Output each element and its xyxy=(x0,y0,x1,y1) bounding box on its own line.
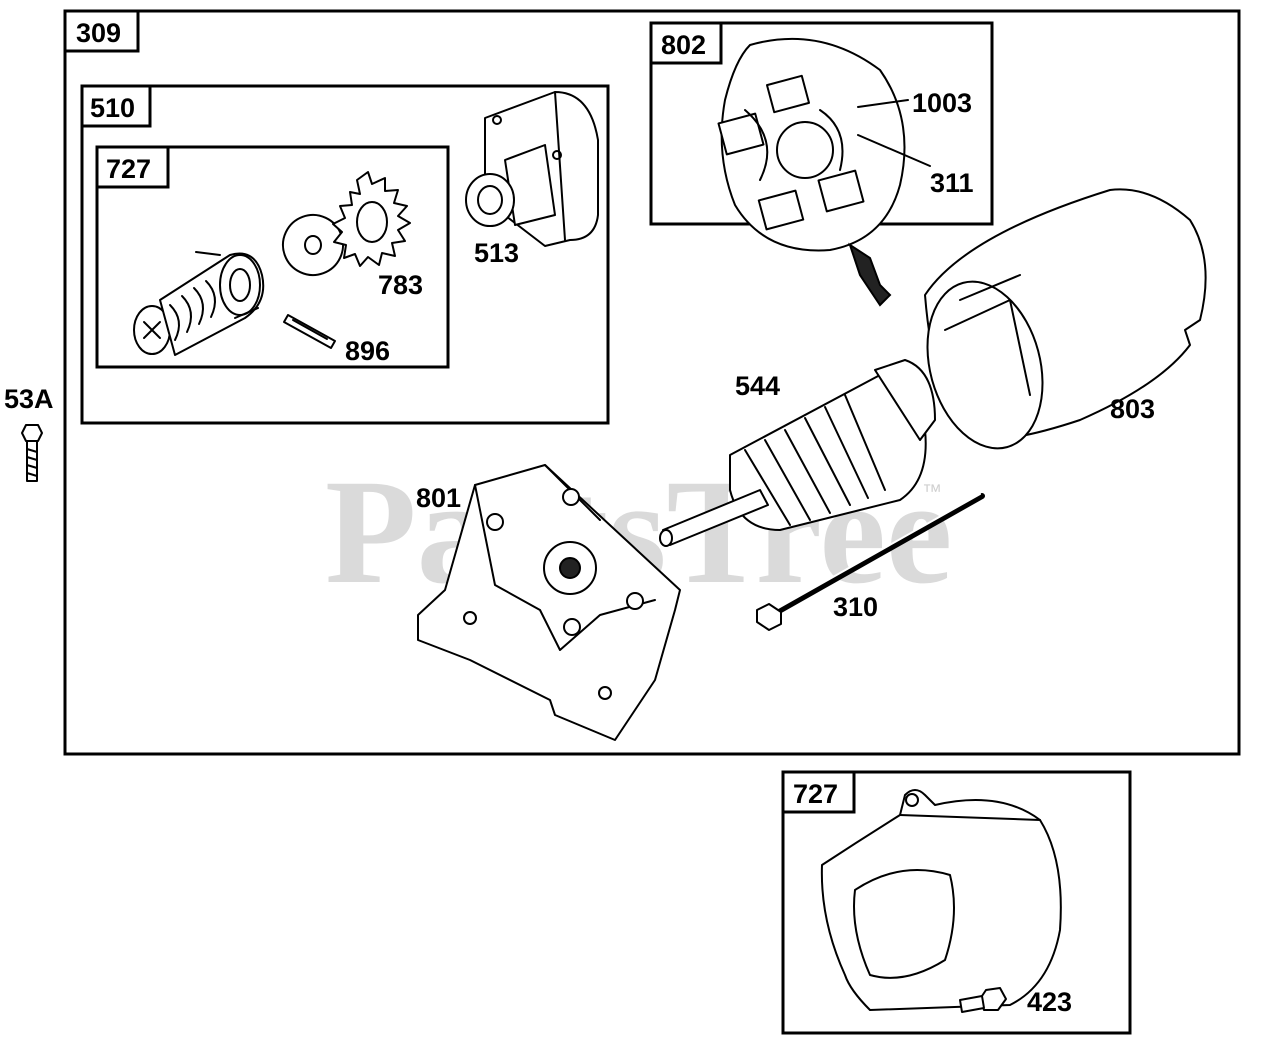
part-544-label[interactable]: 544 xyxy=(735,371,780,401)
group-727-inner-box xyxy=(95,145,450,369)
drive-assembly-drawing[interactable] xyxy=(133,251,265,356)
part-896-label[interactable]: 896 xyxy=(345,336,390,366)
part-423-label[interactable]: 423 xyxy=(1027,987,1072,1017)
drive-cover-727-drawing[interactable] xyxy=(820,789,1062,1011)
part-513-label[interactable]: 513 xyxy=(474,238,519,268)
screw-423-drawing[interactable] xyxy=(959,987,1007,1013)
part-1003-label[interactable]: 1003 xyxy=(912,88,972,118)
armature-544-drawing[interactable] xyxy=(659,359,936,547)
leader-311 xyxy=(857,134,931,167)
pinion-gear-783-drawing[interactable] xyxy=(332,171,411,267)
group-510-label[interactable]: 510 xyxy=(90,93,135,123)
group-510-tag xyxy=(80,84,152,128)
group-727-inner-tag xyxy=(95,145,170,189)
part-783-label[interactable]: 783 xyxy=(378,270,423,300)
group-727-bottom-label[interactable]: 727 xyxy=(793,779,838,809)
group-802-tag xyxy=(649,21,723,65)
leader-1003 xyxy=(857,99,909,108)
group-727-inner-label[interactable]: 727 xyxy=(106,154,151,184)
watermark-trademark: ™ xyxy=(922,481,942,503)
group-309-box xyxy=(63,9,1241,756)
part-53a-label[interactable]: 53A xyxy=(4,384,54,414)
brush-plate-802-drawing[interactable] xyxy=(717,37,906,307)
washer-drawing[interactable] xyxy=(275,207,352,284)
group-309-tag xyxy=(63,9,140,53)
bolt-53a-drawing[interactable] xyxy=(21,424,43,482)
housing-803-drawing[interactable] xyxy=(910,188,1207,461)
pin-896-drawing[interactable] xyxy=(283,314,336,349)
group-309-label[interactable]: 309 xyxy=(76,18,121,48)
through-bolt-310-drawing[interactable] xyxy=(756,493,985,631)
group-727-bottom-tag xyxy=(781,770,856,814)
part-311-label[interactable]: 311 xyxy=(930,168,974,198)
part-310-label[interactable]: 310 xyxy=(833,592,878,622)
part-801-label[interactable]: 801 xyxy=(416,483,461,513)
group-510-box xyxy=(80,84,610,425)
group-802-label[interactable]: 802 xyxy=(661,30,706,60)
group-727-bottom-box xyxy=(781,770,1132,1035)
bracket-801-drawing[interactable] xyxy=(417,464,681,741)
end-cap-513-drawing[interactable] xyxy=(465,91,599,247)
part-803-label[interactable]: 803 xyxy=(1110,394,1155,424)
